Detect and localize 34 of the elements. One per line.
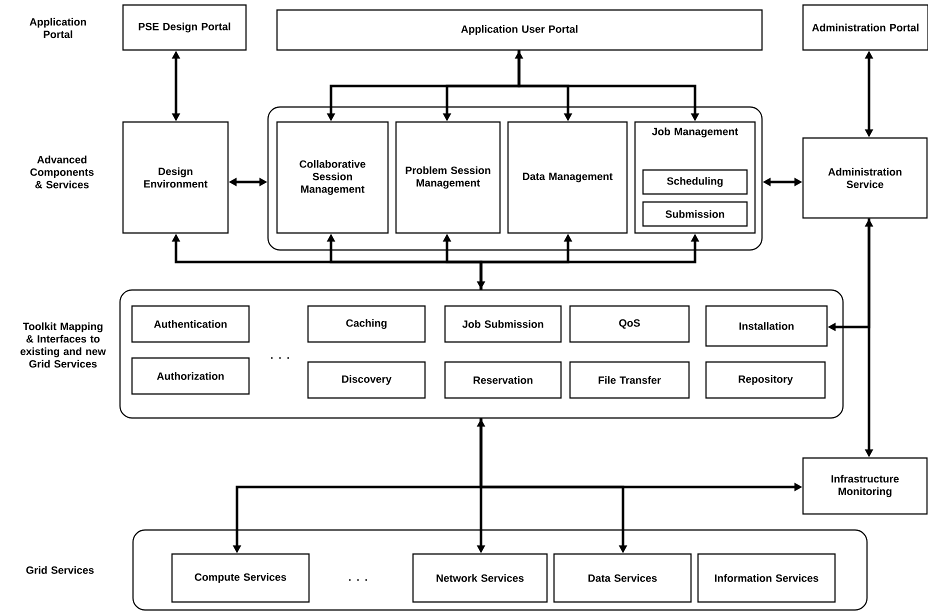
process-box: Administration Portal xyxy=(802,4,928,51)
ellipsis: . . . xyxy=(349,579,367,581)
process-box: QoS xyxy=(569,305,690,343)
process-box: File Transfer xyxy=(569,361,690,399)
process-box: Authorization xyxy=(131,357,250,395)
group-panel xyxy=(132,529,868,611)
process-box: Compute Services xyxy=(171,553,310,603)
process-box: Information Services xyxy=(697,553,836,603)
process-box: Collaborative Session Management xyxy=(276,121,389,234)
process-box: Reservation xyxy=(444,361,562,399)
process-box: Administration Service xyxy=(802,137,928,219)
process-box: Job Submission xyxy=(444,305,562,343)
group-panel xyxy=(267,106,763,251)
process-box: Design Environment xyxy=(122,121,229,234)
process-box: Application User Portal xyxy=(276,9,763,51)
process-box: PSE Design Portal xyxy=(122,4,247,51)
process-box: Discovery xyxy=(307,361,426,399)
process-box: Repository xyxy=(705,361,826,399)
row-label: Toolkit Mapping & Interfaces to existing and new Grid Services xyxy=(20,322,106,368)
process-box: Data Services xyxy=(553,553,692,603)
process-box: Scheduling xyxy=(642,169,748,195)
process-box: Problem Session Management xyxy=(395,121,501,234)
process-box: Network Services xyxy=(412,553,548,603)
ellipsis: . . . xyxy=(271,357,289,359)
group-panel xyxy=(119,289,844,419)
row-label: Advanced Components & Services xyxy=(30,156,94,188)
process-box: Installation xyxy=(705,305,828,347)
row-label: Application Portal xyxy=(30,18,86,38)
process-box: Authentication xyxy=(131,305,250,343)
process-box: Caching xyxy=(307,305,426,343)
process-box: Submission xyxy=(642,201,748,227)
row-label: Grid Services xyxy=(26,566,94,574)
process-box: Data Management xyxy=(507,121,628,234)
process-box: Infrastructure Monitoring xyxy=(802,457,928,515)
